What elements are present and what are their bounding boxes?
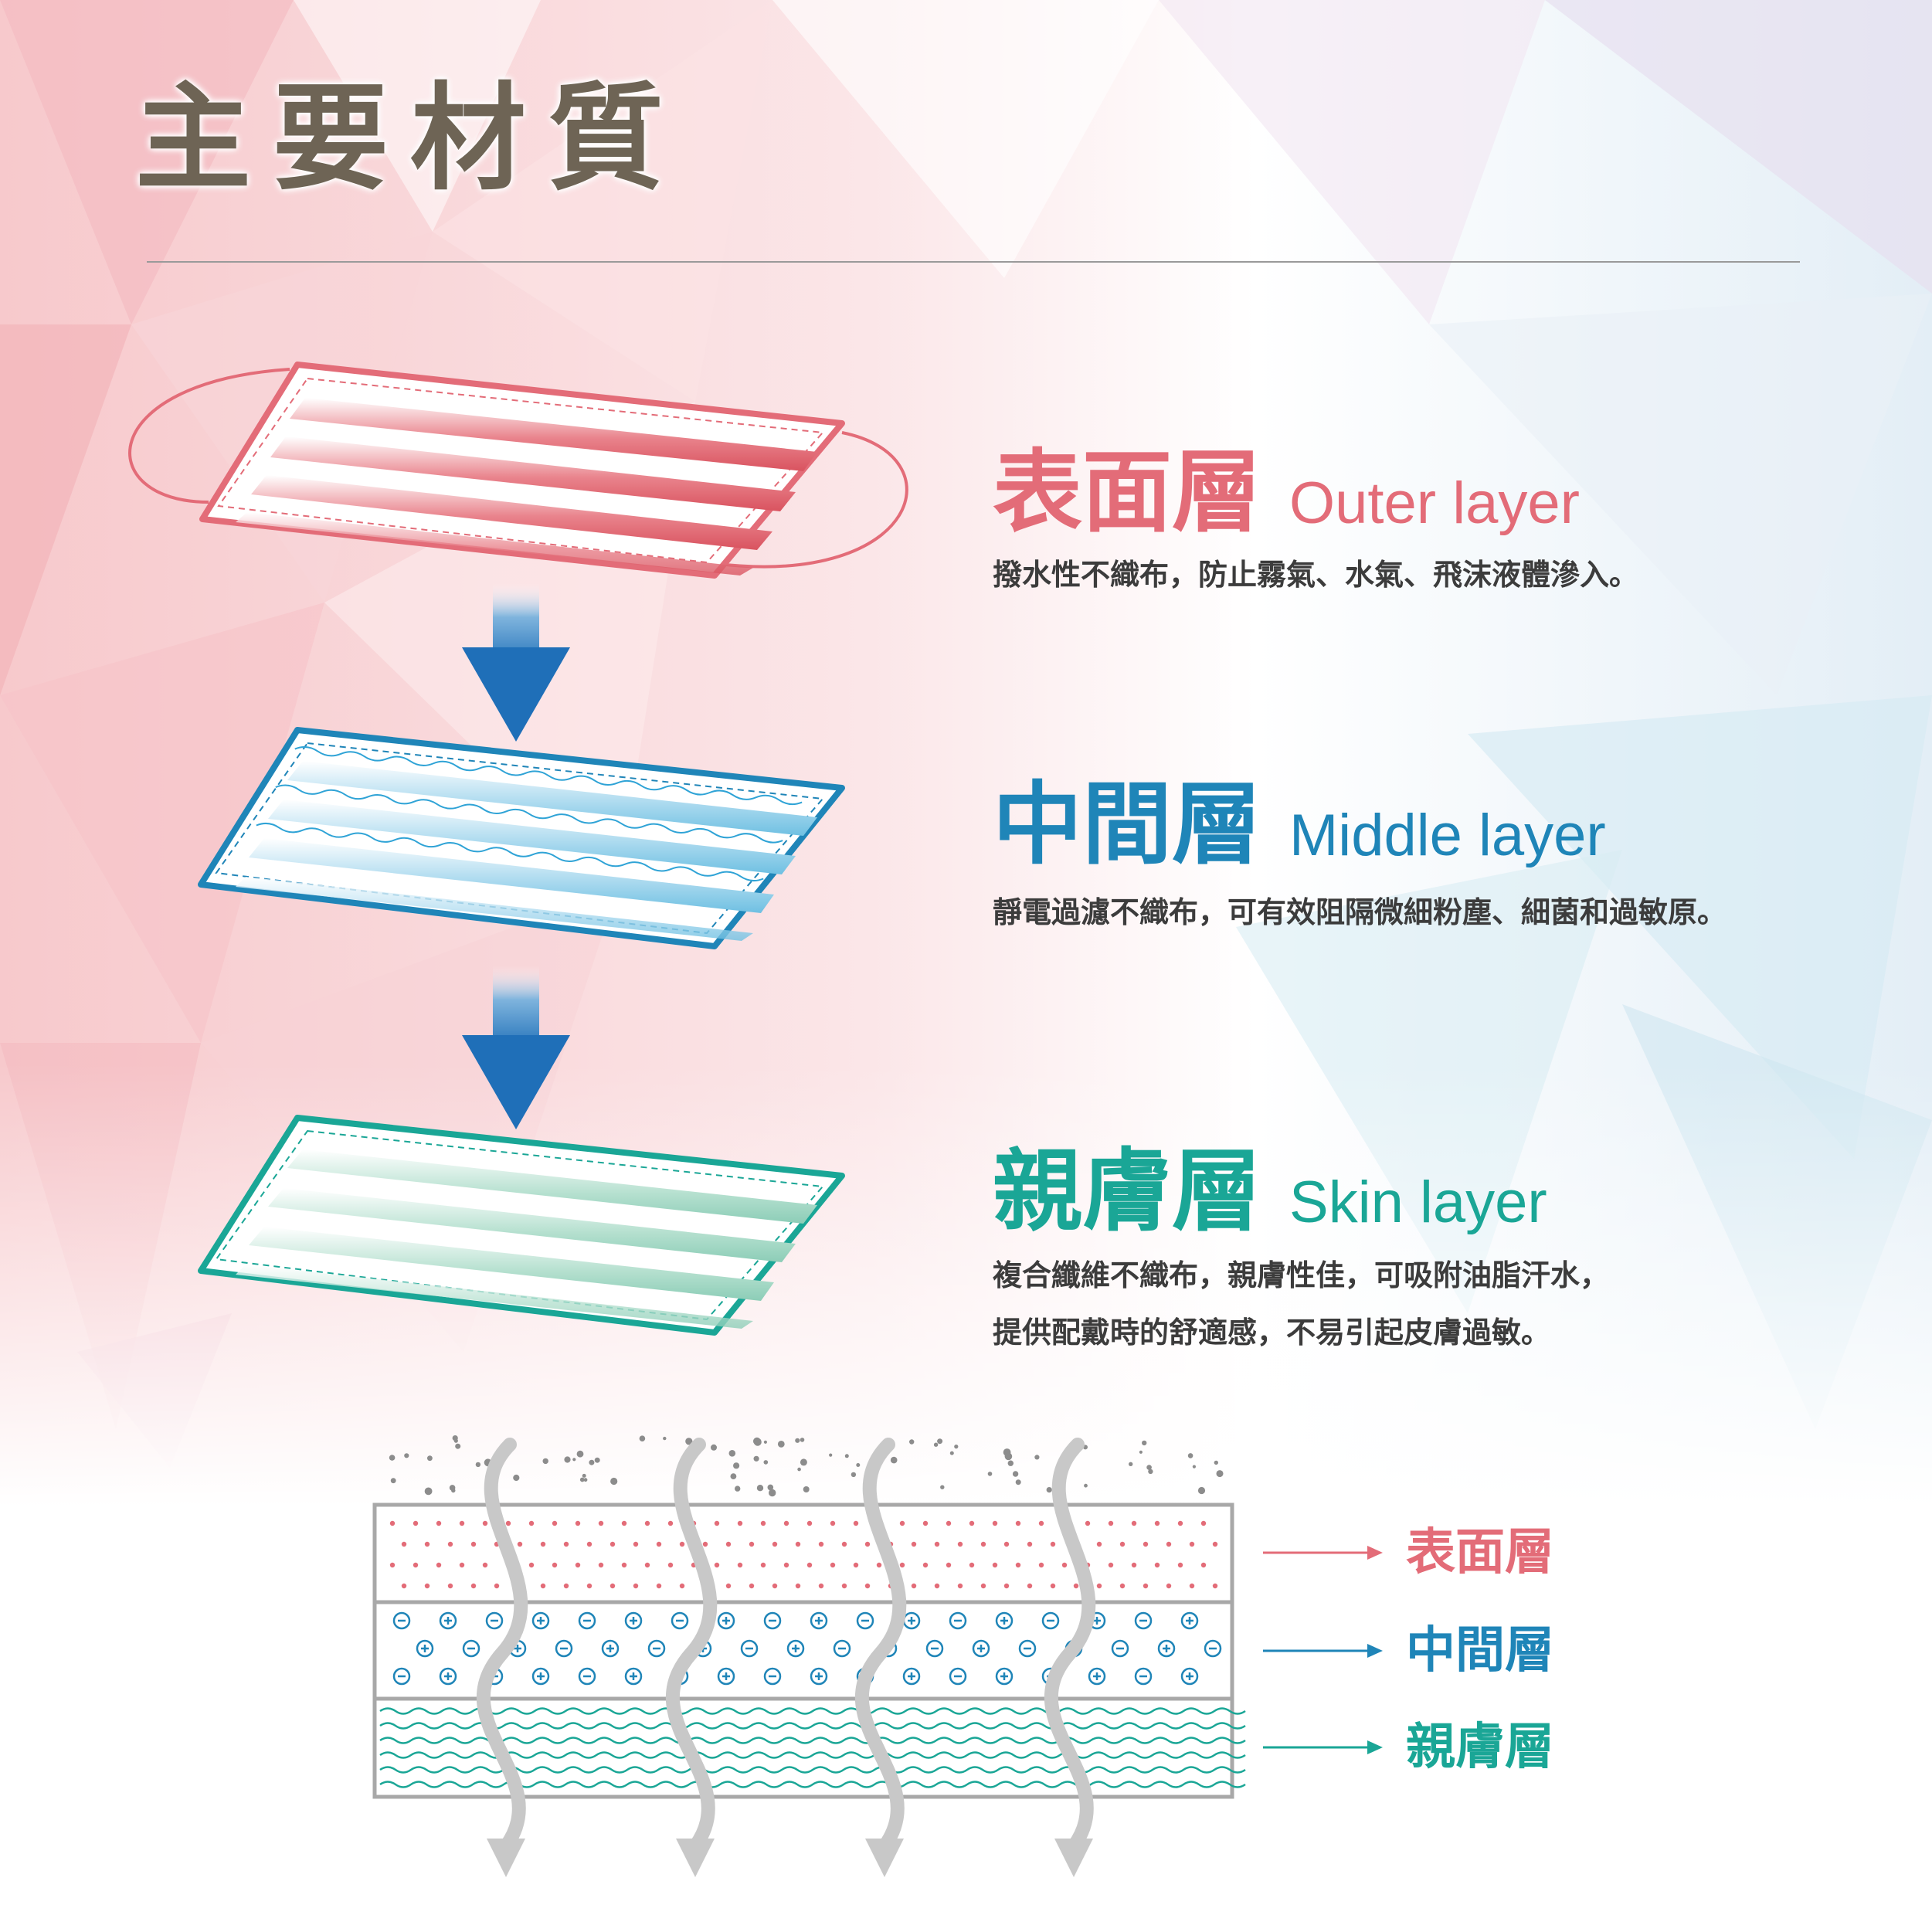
air-flow-arrows xyxy=(477,1438,1096,1877)
middle-layer-mask xyxy=(198,727,845,949)
skin-layer-title-zh: 親膚層 xyxy=(993,1139,1261,1244)
legend-outer-layer: 表面層 xyxy=(1406,1524,1554,1581)
legend-skin-layer: 親膚層 xyxy=(1406,1719,1554,1776)
skin-layer-title-en: Skin layer xyxy=(1289,1170,1547,1235)
legend-middle-layer: 中間層 xyxy=(1406,1622,1554,1679)
down-arrow-1 xyxy=(462,583,570,742)
dust-particles xyxy=(389,1435,1224,1497)
outer-layer-description: 撥水性不織布，防止霧氣、水氣、飛沫液體滲入。 xyxy=(993,558,1639,592)
skin-layer-waves xyxy=(379,1707,1246,1788)
skin-layer-description-line-1: 複合纖維不織布，親膚性佳，可吸附油脂汗水， xyxy=(993,1258,1610,1292)
middle-layer-title-zh: 中間層 xyxy=(993,772,1261,877)
skin-layer-mask xyxy=(198,1115,845,1336)
outer-layer-title-zh: 表面層 xyxy=(993,440,1261,545)
title-divider xyxy=(147,261,1800,263)
down-arrow-2 xyxy=(462,966,570,1129)
outer-layer-mask xyxy=(128,362,908,579)
middle-layer-title-en: Middle layer xyxy=(1289,803,1606,868)
middle-layer-description: 靜電過濾不織布，可有效阻隔微細粉塵、細菌和過敏原。 xyxy=(993,895,1727,929)
skin-layer-description-line-2: 提供配戴時的舒適感，不易引起皮膚過敏。 xyxy=(993,1316,1551,1350)
outer-layer-title-en: Outer layer xyxy=(1289,470,1580,536)
cross-section-diagram xyxy=(372,1435,1383,1877)
page-title: 主要材質 xyxy=(135,72,686,206)
